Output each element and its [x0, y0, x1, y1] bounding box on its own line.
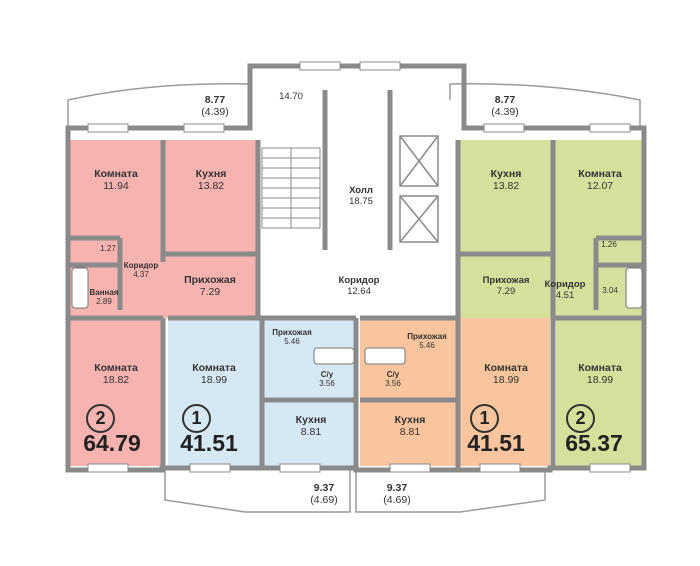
apt-1-rooms-badge: 2: [86, 404, 115, 433]
windows: [87, 61, 631, 473]
stairs: [261, 147, 321, 229]
balcony-label-top-left: 8.77(4.39): [201, 94, 229, 119]
room-label-stair: 14.70: [279, 91, 303, 102]
balcony-top-right: [449, 83, 641, 128]
fixtures: [71, 267, 643, 365]
elevators: [399, 135, 439, 243]
apt-c2-fill: [360, 318, 550, 466]
balcony-label-bottom-right: 9.37(4.69): [383, 482, 411, 507]
apt-2-total-area: 41.51: [180, 430, 238, 456]
apt-3-total-area: 41.51: [467, 430, 525, 456]
balcony-bottom-right: [355, 468, 546, 513]
balcony-top-left: [67, 83, 251, 101]
apt-1-total-area: 64.79: [83, 430, 141, 456]
room-label-r-bath: 3.04: [602, 286, 618, 295]
room-label-l-wc: 1.27: [100, 244, 116, 253]
apt-right-bottom-fill: [556, 318, 644, 466]
apt-2-rooms-badge: 1: [182, 404, 211, 433]
apt-left-bottom-fill: [68, 318, 163, 466]
room-label-r-wc: 1.26: [601, 240, 617, 249]
balcony-label-bottom-left: 9.37(4.69): [310, 482, 338, 507]
apt-4-rooms-badge: 2: [566, 404, 595, 433]
balcony-label-top-right: 8.77(4.39): [491, 94, 519, 119]
apt-3-rooms-badge: 1: [470, 404, 499, 433]
apt-4-total-area: 65.37: [565, 430, 623, 456]
balcony-bottom-left: [164, 468, 351, 513]
